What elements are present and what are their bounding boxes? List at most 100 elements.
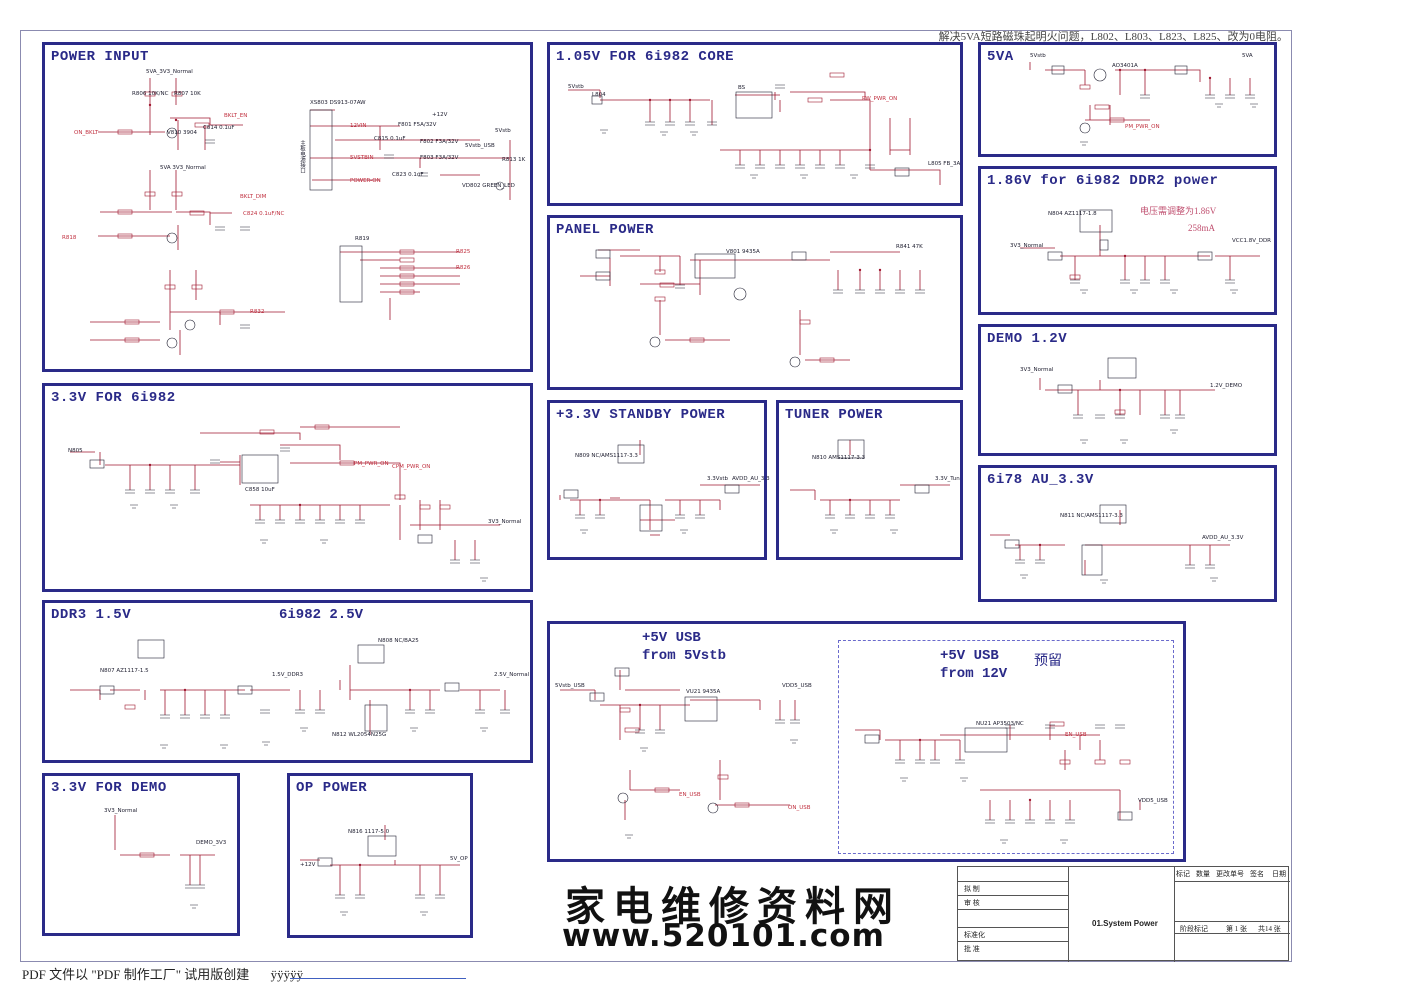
net-label: R841 47K <box>896 244 923 250</box>
tb-row-standard: 标准化 <box>964 931 985 939</box>
connector-xs803 <box>309 109 333 191</box>
tb-col-date: 日期 <box>1272 870 1286 878</box>
tb-row-review: 审 核 <box>964 899 980 907</box>
ref-label: L804 <box>592 92 606 98</box>
tb-col-sign: 签名 <box>1250 870 1264 878</box>
net-label: ON_BKLT <box>74 130 99 136</box>
block-title: TUNER POWER <box>785 407 883 423</box>
tb-col-qty: 数量 <box>1196 870 1210 878</box>
net-label: AVDD_AU_3.3 <box>732 476 770 482</box>
block-title: POWER INPUT <box>51 49 149 65</box>
schematic-wires <box>70 62 1260 895</box>
net-label: EN_USB <box>1065 732 1087 738</box>
net-label: ON_USB <box>788 805 811 811</box>
ic-n804 <box>1079 209 1113 233</box>
block-tuner-power: TUNER POWER <box>776 400 963 560</box>
block-title-line1: +5V USB <box>642 630 701 646</box>
block-3v3-standby: +3.3V STANDBY POWER <box>547 400 767 560</box>
ic-label: VU21 9435A <box>686 689 721 695</box>
ic-ap3502-core <box>735 91 773 119</box>
ic-label: N811 NC/AMS1117-3.3 <box>1060 513 1123 519</box>
ic-n812 <box>364 704 388 732</box>
ic-n809 <box>617 444 645 464</box>
reserve-label: 预留 <box>1034 653 1062 669</box>
ref-label: V810 3904 <box>167 130 198 136</box>
net-label: N805 <box>68 448 83 454</box>
ref-label: F802 F3A/32V <box>420 139 459 145</box>
title-block: 标记 数量 更改单号 签名 日期 拟 制 审 核 标准化 批 准 01.Syst… <box>957 866 1290 962</box>
drawing-sheet-border <box>20 30 1292 962</box>
ic-vu21 <box>684 696 718 722</box>
ref-label: R806 10K/NC <box>132 91 169 97</box>
ic-label: NU21 AP3503/NC <box>976 721 1024 727</box>
net-label: VCC1.8V_DDR <box>1232 238 1271 244</box>
footer-link[interactable]: ÿÿÿÿÿ <box>270 967 304 982</box>
pdf-footer: PDF 文件以 "PDF 制作工厂" 试用版创建 ÿÿÿÿÿ <box>22 964 303 983</box>
net-label: 12VIN <box>350 123 367 129</box>
net-label: 5VA_3V3_Normal <box>146 69 193 75</box>
junction-dots <box>148 68 1212 867</box>
block-5v-usb: +5V USB from 5Vstb +5V USB from 12V 预留 <box>547 621 1186 862</box>
net-label: R825 <box>456 249 471 255</box>
net-label: 5VSTBIN <box>350 155 374 161</box>
net-label: C824 0.1uF/NC <box>243 211 285 217</box>
net-label: 5VA <box>1242 53 1253 59</box>
ic-label: BS <box>738 85 746 91</box>
block-panel-power: PANEL POWER <box>547 215 963 390</box>
ic-n814 <box>1081 544 1103 576</box>
net-label: 3V3_Normal <box>104 808 138 814</box>
block-title: 3.3V FOR DEMO <box>51 780 167 796</box>
block-title-line2: from 5Vstb <box>642 648 727 664</box>
tb-stage: 阶段标记 <box>1180 925 1208 933</box>
block-core-1v05: 1.05V FOR 6i982 CORE <box>547 42 963 206</box>
net-label: 3.3V_Tun <box>935 476 960 482</box>
block-title: 6i78 AU_3.3V <box>987 472 1094 488</box>
connector-label: XS803 DS913-07AW <box>310 100 366 106</box>
ic-n808 <box>357 644 385 664</box>
block-title: 1.86V for 6i982 DDR2 power <box>987 173 1219 189</box>
net-label: L805 FB_3A <box>928 161 961 167</box>
net-label: 1.5V_DDR3 <box>272 672 304 678</box>
ref-label: C814 0.1uF <box>203 125 235 131</box>
ic-n811 <box>1099 504 1127 524</box>
tb-row-approve: 批 准 <box>964 945 980 953</box>
net-label: 3.3Vstb <box>707 476 729 482</box>
net-label: +12V <box>432 112 448 118</box>
ic-n813 <box>639 504 663 532</box>
ic-label: AO3401A <box>1112 63 1138 69</box>
ic-n807 <box>137 639 165 659</box>
net-label: 5VA 3V3_Normal <box>160 165 206 171</box>
net-label: PM_PWR_ON <box>1125 124 1160 130</box>
ic-label: C858 10uF <box>245 487 275 493</box>
header-note: 解决5VA短路磁珠起明火问题，L802、L803、L823、L825、改为0电阻… <box>938 31 1288 43</box>
net-label: 2.5V_Normal <box>494 672 530 678</box>
tb-sheet: 第 1 张 <box>1226 925 1247 933</box>
ic-label: N807 AZ1117-1.5 <box>100 668 149 674</box>
ref-label: F803 F3A/32V <box>420 155 459 161</box>
block-op-power: OP POWER <box>287 773 473 938</box>
capacitor-symbols <box>125 84 1255 899</box>
connector-xs808 <box>339 245 363 303</box>
connector-label: R819 <box>355 236 370 242</box>
net-label: AVDD_AU_3.3V <box>1202 535 1244 541</box>
tb-row-draft: 拟 制 <box>964 885 980 893</box>
tb-col-mark: 标记 <box>1176 870 1190 878</box>
ic-v801 <box>694 253 736 279</box>
footer-text: PDF 文件以 "PDF 制作工厂" 试用版创建 <box>22 967 250 982</box>
usb12-title-line1: +5V USB <box>940 648 999 664</box>
net-label: BKLT_DIM <box>240 194 267 200</box>
watermark-url: www.520101.com <box>562 918 885 954</box>
block-ddr3-1v5: DDR3 1.5V 6i982 2.5V <box>42 600 533 763</box>
block-3v3-6i982: 3.3V FOR 6i982 <box>42 383 533 592</box>
ground-symbols <box>130 103 1258 916</box>
ic-n810 <box>837 439 865 459</box>
ic-az1117-18-pin <box>1099 239 1109 251</box>
net-label: PW_PWR_ON <box>862 96 898 102</box>
tb-col-change: 更改单号 <box>1216 870 1244 878</box>
net-label: R832 <box>250 309 265 315</box>
ref-label: R807 10K <box>174 91 201 97</box>
block-title: DDR3 1.5V <box>51 607 132 623</box>
net-label: 3V3_Normal <box>1010 243 1044 249</box>
ic-label: N804 AZ1117-1.8 <box>1048 211 1097 217</box>
